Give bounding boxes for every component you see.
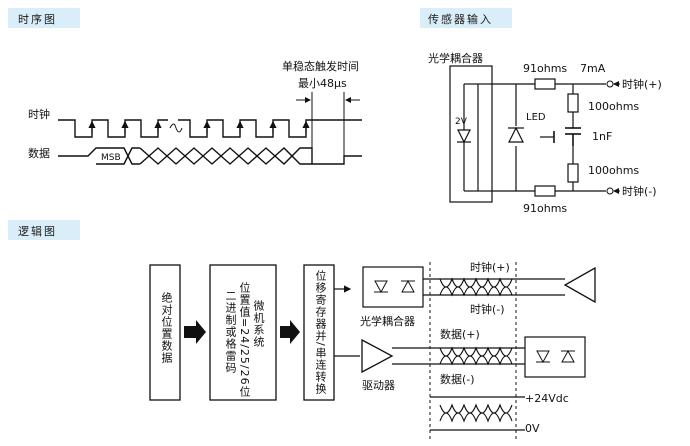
terminal-clock-plus: [606, 80, 614, 88]
sensor-clock-minus-label: 时钟(-): [622, 184, 657, 198]
micro-line2-text: 位置值=24/25/26位: [238, 282, 251, 398]
abs-position-box: [149, 264, 181, 401]
twisted-pair-power: [439, 403, 513, 423]
abs-position-text: 绝对位置数据: [160, 292, 173, 364]
clock-edge-arrows: [88, 120, 310, 134]
resistor-top-label: 91ohms: [523, 62, 567, 75]
logic-optocoupler-label: 光学耦合器: [360, 314, 415, 328]
timing-title: 时序图: [18, 13, 57, 26]
sensor-title-bar: [420, 8, 512, 28]
zener-diode-icon: [457, 129, 471, 144]
led-label: LED: [526, 112, 546, 123]
data-label: 数据: [28, 146, 50, 160]
vdc-label: +24Vdc: [525, 392, 569, 405]
shift-register-box: [303, 264, 335, 401]
logic-clock-plus-label: 时钟(+): [470, 260, 510, 274]
optocoupler-label: 光学耦合器: [428, 51, 483, 65]
micro-line1-text: 微机系统: [252, 300, 265, 348]
microcomputer-box: [209, 264, 277, 401]
logic-title-bar: [8, 220, 80, 240]
current-label: 7mA: [580, 62, 606, 75]
clock-label: 时钟: [28, 107, 50, 121]
logic-clock-minus-label: 时钟(-): [470, 302, 505, 316]
sensor-clock-plus-label: 时钟(+): [622, 77, 662, 91]
resistor-right-top-label: 100ohms: [588, 100, 639, 113]
driver-label: 驱动器: [362, 379, 395, 392]
arrow-micro-to-register: [280, 320, 300, 344]
resistor-91-bottom: [534, 185, 556, 197]
remote-optocoupler-box: [524, 336, 586, 378]
line-receiver-icon: [563, 266, 596, 304]
logic-data-plus-label: 数据(+): [440, 327, 480, 341]
min-time-label: 最小48μs: [298, 77, 347, 90]
capacitor: [553, 127, 581, 146]
sensor-wires: [463, 83, 606, 192]
zero-volt-label: 0V: [525, 422, 540, 435]
logic-wires: [334, 278, 565, 431]
sensor-title: 传感器输入: [428, 13, 493, 26]
arrow-abs-to-micro: [184, 320, 206, 344]
cap-label: 1nF: [592, 130, 612, 143]
led-diode-icon: [508, 126, 524, 143]
data-waveform: [58, 147, 362, 165]
timing-title-bar: [8, 8, 80, 28]
logic-data-minus-label: 数据(-): [440, 372, 475, 386]
zener-label: 2V: [455, 117, 468, 127]
msb-label: MSB: [101, 153, 121, 163]
twisted-pair-data: [439, 346, 513, 366]
logic-title: 逻辑图: [18, 225, 57, 238]
terminal-clock-minus: [606, 187, 614, 195]
driver-icon: [361, 338, 394, 374]
monostable-marker: [296, 92, 360, 164]
monostable-label: 单稳态触发时间: [282, 59, 359, 73]
twisted-pair-clock: [439, 277, 513, 297]
remote-optocoupler-diodes: [536, 349, 575, 364]
logic-optocoupler-box: [362, 266, 424, 308]
resistor-bottom-label: 91ohms: [523, 202, 567, 215]
resistor-100-top: [567, 93, 579, 113]
resistor-91-top: [534, 78, 556, 90]
optocoupler-box: [449, 65, 493, 203]
resistor-right-bottom-label: 100ohms: [588, 164, 639, 177]
micro-line3-text: 二进制或格雷码: [224, 290, 237, 374]
resistor-100-bottom: [567, 163, 579, 183]
terminal-arrows: [613, 81, 620, 194]
shift-register-text: 位移寄存器并/串连转换: [314, 270, 327, 395]
clock-waveform: [58, 119, 362, 138]
logic-optocoupler-diodes: [374, 279, 415, 294]
